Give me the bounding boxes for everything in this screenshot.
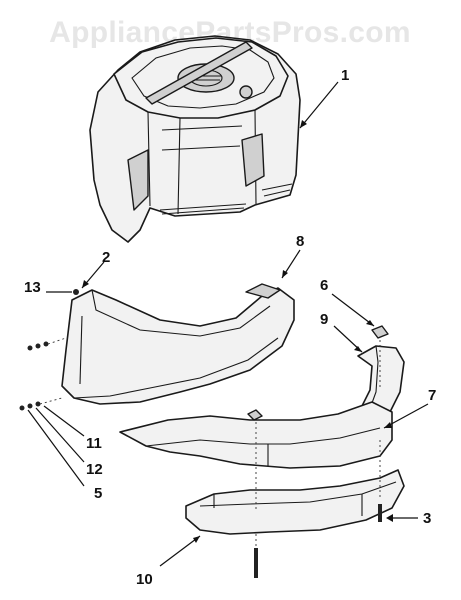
- hardware-screws: [19, 289, 389, 578]
- part-8-upper-panel[interactable]: [61, 283, 295, 405]
- callout-7: 7: [428, 387, 436, 404]
- callout-8: 8: [296, 233, 304, 250]
- leader-lines: [27, 81, 429, 567]
- part-1-main-unit[interactable]: [89, 35, 301, 243]
- callout-labels: 1 2 3 5 6 7 8 9 10 11 12 13: [24, 67, 436, 588]
- callout-9: 9: [320, 311, 328, 328]
- part-7-lower-panel[interactable]: [119, 401, 393, 469]
- callout-6: 6: [320, 277, 328, 294]
- callout-13: 13: [24, 279, 41, 296]
- callout-5: 5: [94, 485, 102, 502]
- callout-12: 12: [86, 461, 103, 478]
- callout-3: 3: [423, 510, 431, 527]
- callout-11: 11: [86, 435, 102, 452]
- callout-10: 10: [136, 571, 153, 588]
- callout-1: 1: [341, 67, 349, 84]
- part-10-base-panel[interactable]: [185, 469, 405, 535]
- callout-2: 2: [102, 249, 110, 266]
